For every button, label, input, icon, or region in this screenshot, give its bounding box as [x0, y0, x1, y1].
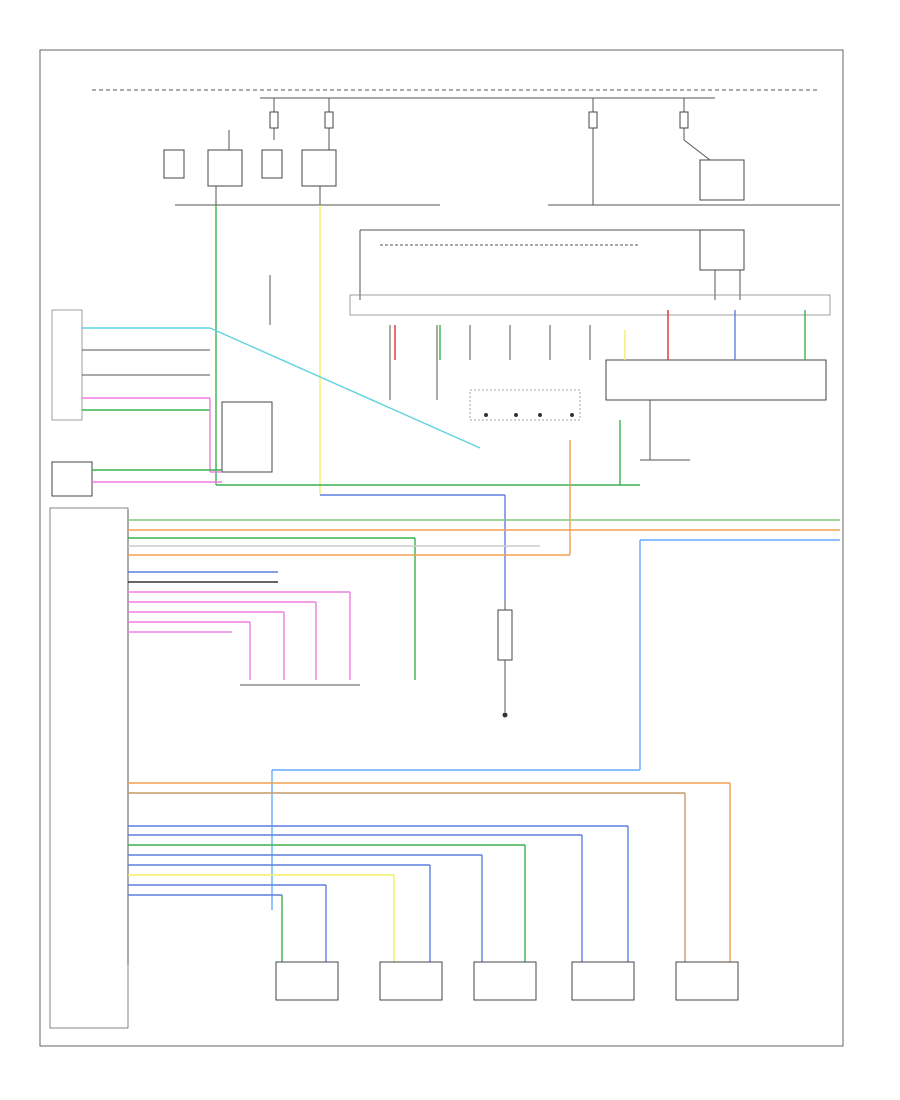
mid-bus — [216, 484, 620, 600]
ac-pressure-transducer — [221, 401, 273, 473]
recirc-door-actuator — [473, 961, 537, 1001]
mode-switch-block — [349, 229, 831, 421]
module-wires — [128, 440, 840, 910]
blower-motor — [497, 600, 513, 718]
temp-door-actuator — [675, 961, 739, 1001]
pcm — [619, 400, 690, 486]
fuse-block — [269, 111, 689, 129]
hvac-control-module — [49, 507, 129, 1029]
blend-door-actuator — [275, 961, 339, 1001]
diagram-frame — [39, 49, 844, 1047]
left-sensor-block — [51, 309, 481, 497]
relay-box — [163, 130, 745, 300]
mode-door-actuator — [379, 961, 443, 1001]
evaporator-sensor — [51, 461, 93, 497]
bottom-actuators — [275, 961, 739, 1001]
actuator-wires — [128, 782, 731, 962]
feed-wires — [215, 205, 321, 495]
defrost-door-actuator — [571, 961, 635, 1001]
